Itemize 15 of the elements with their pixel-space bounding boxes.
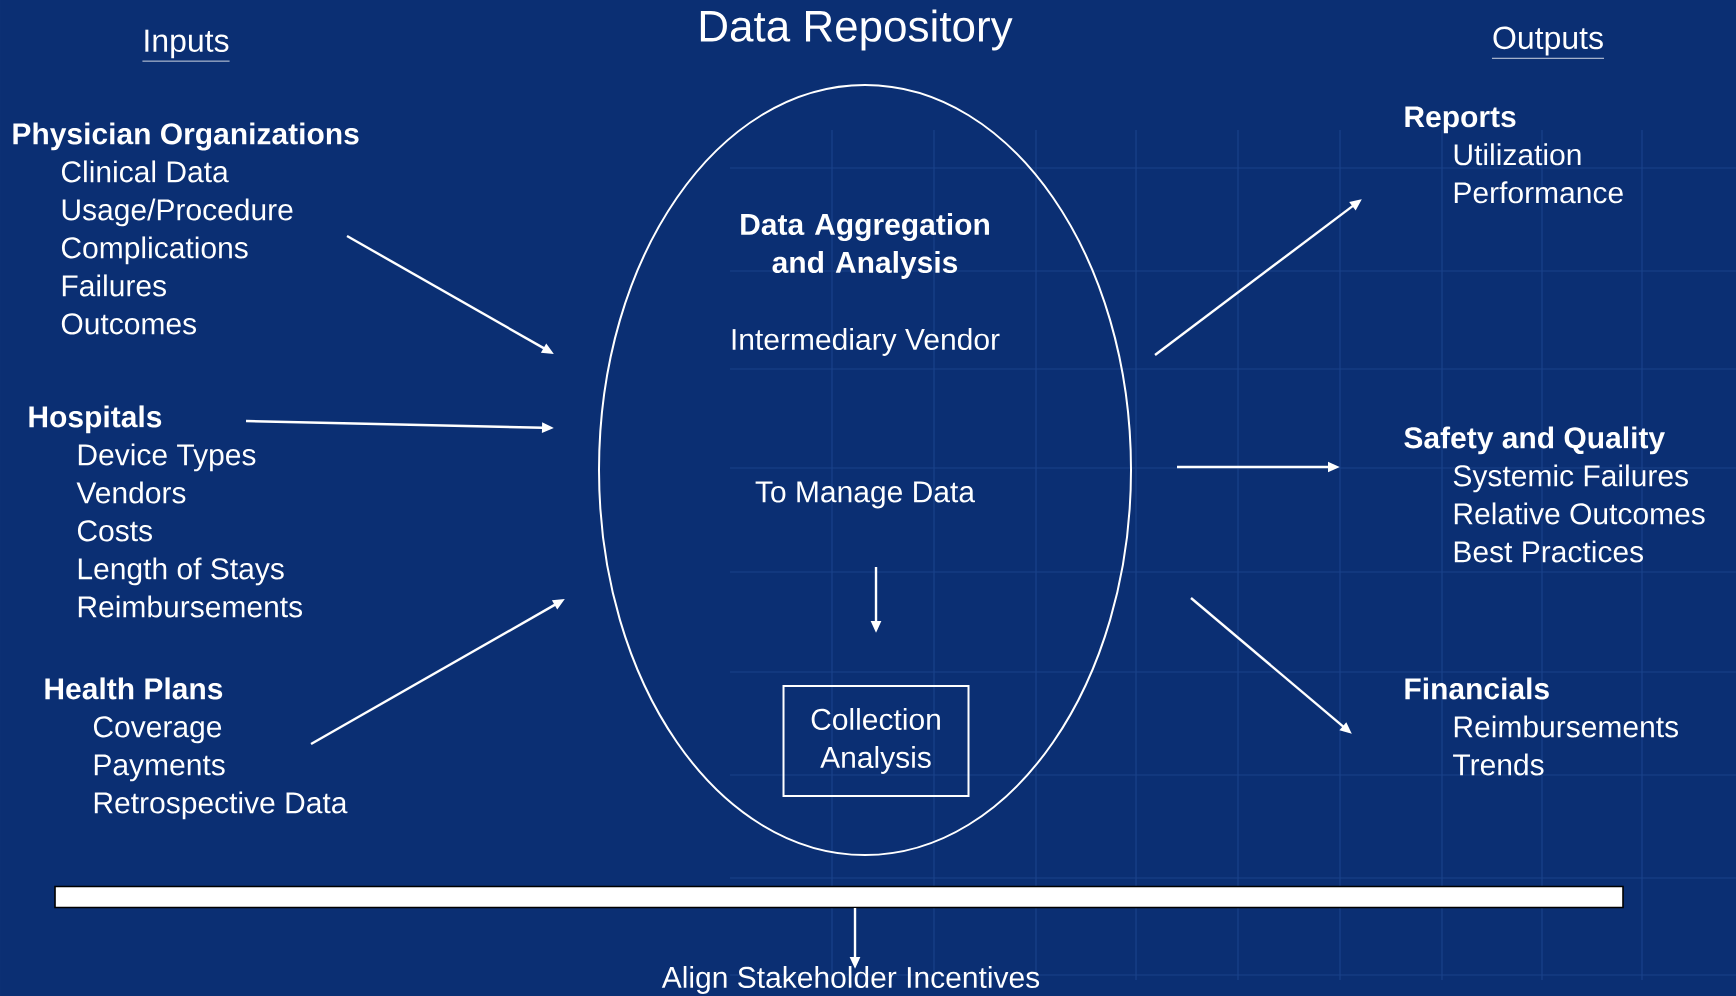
column-heading: Outputs [1491, 26, 1605, 59]
output-list: Safety and Quality Systemic Failures Relative Outcomes Best Practices [1404, 426, 1705, 563]
input-list: Hospitals Device Types Vendors Costs Length of Stays Reimbursements [29, 405, 302, 618]
horizontal-bar [54, 885, 1624, 909]
column-heading: Inputs [142, 29, 230, 62]
ellipse-heading: Data Aggregation and Analysis [741, 213, 989, 279]
output-list: Financials Reimbursements Trends [1405, 677, 1678, 776]
ellipse-text: To Manage Data [755, 481, 975, 509]
input-list: Physician Organizations Clinical Data Usage/Procedure Complications Failures Outcomes [13, 122, 359, 335]
caption-text: Align Stakeholder Incentives [661, 966, 1040, 994]
collection-box: Collection Analysis [782, 685, 970, 797]
title: Data Repository [700, 9, 1013, 51]
output-list: Reports Utilization Performance [1405, 106, 1623, 204]
input-list: Health Plans Coverage Payments Retrospective Data [45, 677, 348, 820]
ellipse-text: Intermediary Vendor [732, 328, 1000, 356]
